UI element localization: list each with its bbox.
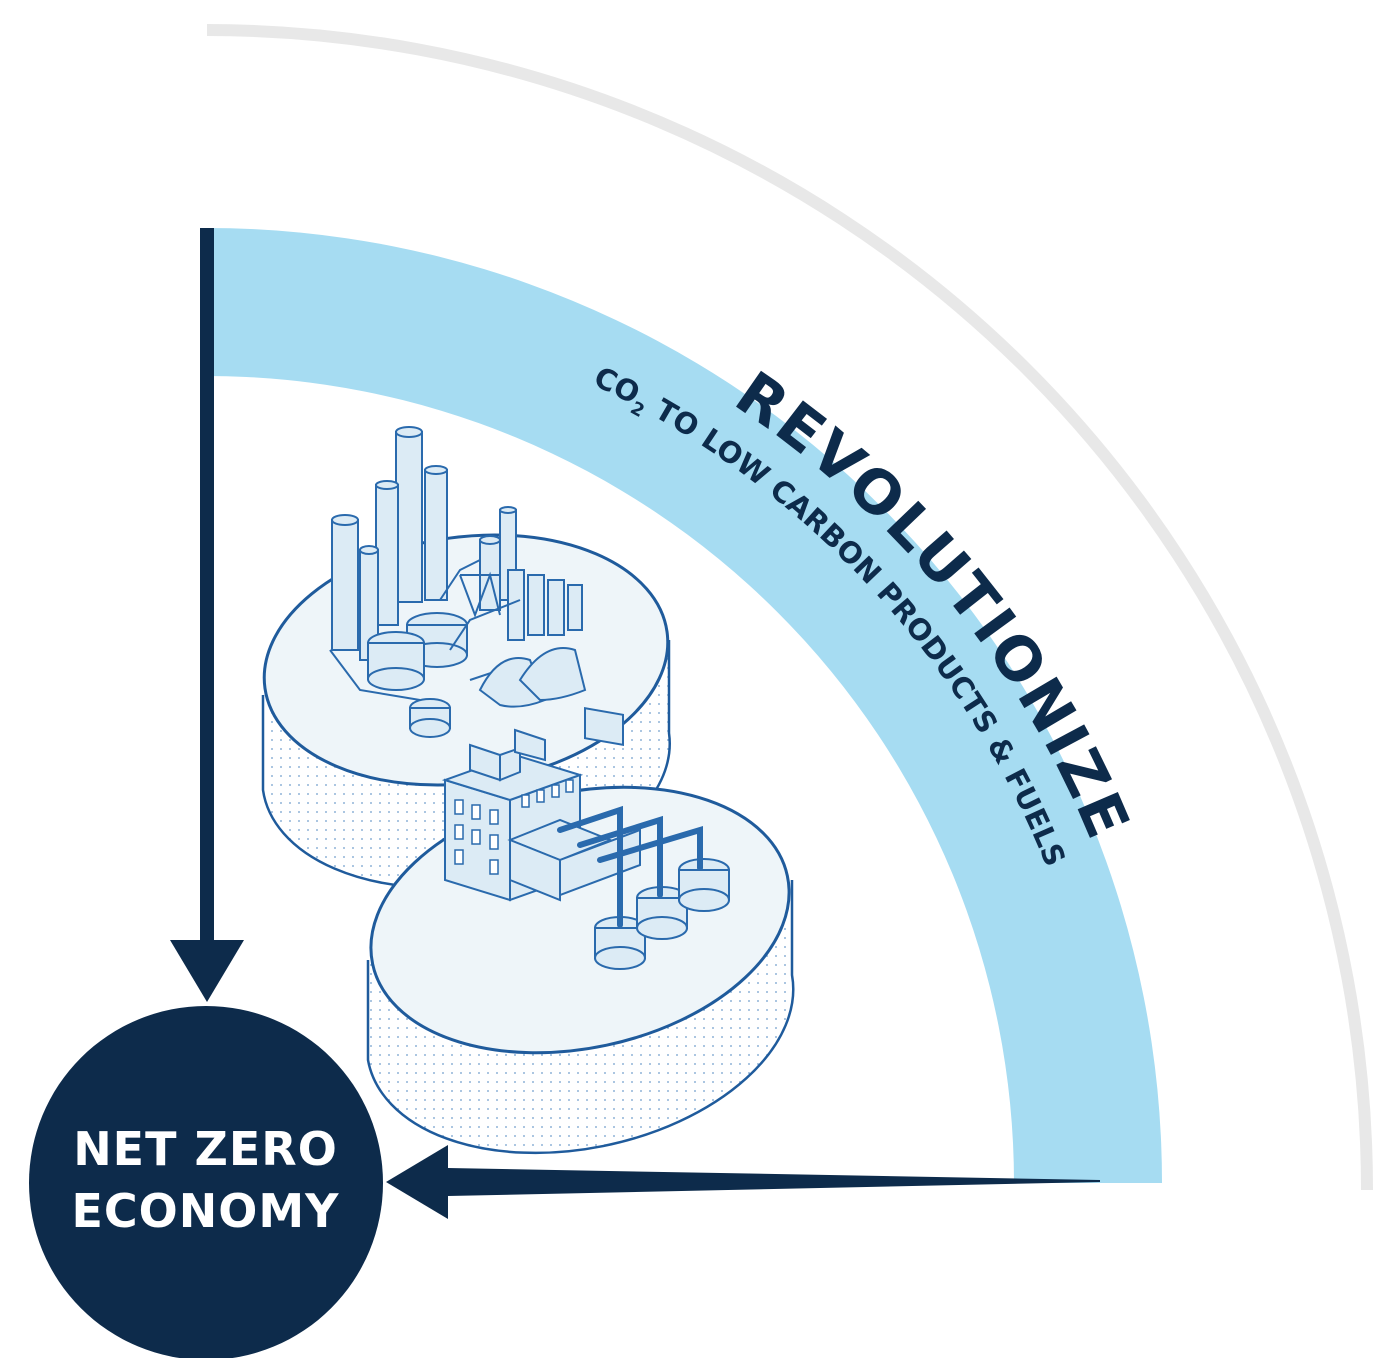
net-zero-label: NET ZERO ECONOMY bbox=[28, 1118, 383, 1242]
arrow-down bbox=[170, 228, 244, 1002]
net-zero-line2: ECONOMY bbox=[71, 1184, 340, 1238]
factory-icon bbox=[366, 728, 795, 1155]
net-zero-circle bbox=[29, 1006, 383, 1360]
arrow-left bbox=[386, 1145, 1100, 1219]
outer-arc bbox=[206, 24, 1373, 1191]
refinery-icon bbox=[261, 426, 671, 890]
blue-band bbox=[207, 228, 1162, 1183]
net-zero-line1: NET ZERO bbox=[73, 1122, 338, 1176]
